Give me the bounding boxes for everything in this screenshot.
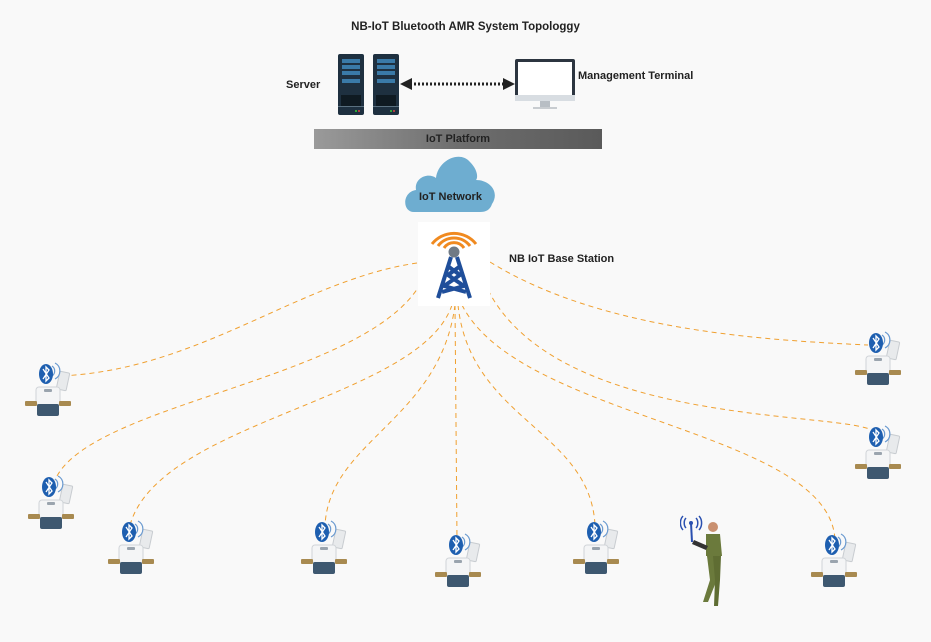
meter-1 — [22, 362, 78, 427]
link-meter-3 — [129, 304, 453, 526]
bluetooth-meter-icon — [298, 520, 354, 580]
meter-2 — [25, 475, 81, 540]
meter-7 — [808, 533, 864, 598]
link-meter-6 — [457, 304, 596, 526]
bluetooth-meter-icon — [25, 475, 81, 535]
meter-9 — [852, 331, 908, 396]
link-meter-2 — [54, 274, 426, 481]
iot-platform-bar: IoT Platform — [314, 129, 602, 149]
bluetooth-meter-icon — [570, 520, 626, 580]
meter-3 — [105, 520, 161, 585]
iot-network-label: IoT Network — [419, 191, 482, 203]
meter-4 — [298, 520, 354, 585]
link-meter-9 — [489, 261, 869, 346]
meter-6 — [570, 520, 626, 585]
diagram-title: NB-IoT Bluetooth AMR System Topologgy — [351, 21, 580, 33]
server-icon — [338, 54, 402, 121]
bluetooth-meter-icon — [105, 520, 161, 580]
meter-5 — [432, 533, 488, 598]
base-station-label: NB IoT Base Station — [509, 253, 615, 265]
terminal-label: Management Terminal — [578, 70, 694, 82]
monitor-icon — [515, 59, 577, 116]
bluetooth-meter-icon — [852, 331, 908, 391]
link-meter-8 — [487, 289, 876, 433]
bluetooth-meter-icon — [22, 362, 78, 422]
link-meter-4 — [324, 304, 456, 526]
cell-tower-icon — [418, 222, 490, 311]
bluetooth-meter-icon — [432, 533, 488, 593]
meter-8 — [852, 425, 908, 490]
link-meter-5 — [454, 304, 458, 541]
handheld-reader-person-icon — [679, 510, 730, 615]
bluetooth-meter-icon — [808, 533, 864, 593]
server-label: Server — [286, 79, 321, 91]
cloud-icon — [404, 150, 500, 219]
bluetooth-meter-icon — [852, 425, 908, 485]
link-meter-7 — [461, 304, 836, 541]
link-meter-1 — [59, 262, 418, 377]
